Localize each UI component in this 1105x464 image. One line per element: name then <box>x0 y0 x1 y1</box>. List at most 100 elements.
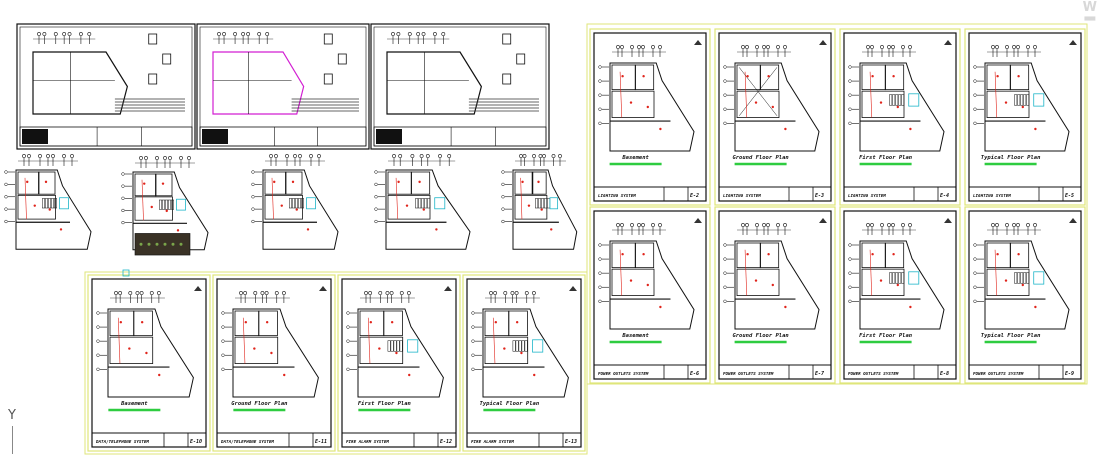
fixture-point <box>59 228 63 231</box>
sheet-border <box>589 28 711 206</box>
circuit-line <box>520 177 523 220</box>
fixture-point <box>270 351 273 355</box>
grid-bubble <box>745 45 749 49</box>
grid-bubble <box>973 243 977 247</box>
system-title: LIGHTING SYSTEM <box>973 193 1011 198</box>
grid-bubble <box>187 156 191 160</box>
grid-bubble <box>42 32 47 36</box>
circuit-line <box>242 317 246 364</box>
grip-marker[interactable] <box>122 269 130 277</box>
loose-plan[interactable] <box>251 154 339 250</box>
grid-bubble <box>374 170 378 174</box>
loose-plan[interactable] <box>121 156 209 256</box>
plan-title-underline <box>108 408 161 412</box>
grid-bubble <box>241 32 246 36</box>
fixture-point <box>119 321 123 324</box>
ramp-line <box>739 67 778 116</box>
grid-bubble <box>239 291 243 295</box>
room <box>134 173 157 197</box>
site-sheet[interactable] <box>370 23 550 150</box>
fixture-point <box>306 228 310 231</box>
grid-bubble <box>260 291 265 295</box>
grid-bubble <box>637 45 641 49</box>
grid-bubble <box>848 121 852 125</box>
grid-bubble <box>995 223 999 227</box>
fixture-point <box>659 305 662 309</box>
room <box>634 64 655 91</box>
loose-plan[interactable] <box>4 154 92 250</box>
fixture-point <box>646 105 649 109</box>
grid-bubble <box>776 223 780 227</box>
grid-bubble <box>973 65 977 69</box>
room <box>1009 242 1030 269</box>
plan-outline <box>734 240 820 330</box>
grid-bubble <box>251 195 255 199</box>
equipment <box>434 197 446 210</box>
sheet-border <box>87 274 211 452</box>
site-sheet[interactable] <box>196 23 370 150</box>
system-title: POWER OUTLETS SYSTEM <box>723 371 774 376</box>
grid-bubble <box>598 271 602 275</box>
grid-bubble <box>251 182 255 187</box>
grid-bubble <box>221 339 225 343</box>
sheet-number: E-9 <box>1065 371 1074 377</box>
grid-bubble <box>848 65 852 69</box>
grid-bubble <box>745 223 749 227</box>
plan-outline <box>15 169 92 250</box>
plan-title: Typical Floor Plan <box>480 401 540 407</box>
sheet-number: E-12 <box>440 439 452 445</box>
grid-bubble <box>620 45 624 49</box>
grid-bubble <box>1005 45 1009 49</box>
fixture-point <box>892 75 895 78</box>
circuit-line <box>117 317 121 364</box>
loose-plan[interactable] <box>374 154 471 250</box>
fixture-point <box>165 209 168 213</box>
detail-box <box>337 53 347 65</box>
stair-tread <box>162 199 165 210</box>
grid-bubble <box>221 311 225 315</box>
system-title: DATA/TELEPHONE SYSTEM <box>95 439 149 444</box>
grid-bubble <box>723 121 727 125</box>
stair-tread <box>547 198 551 209</box>
grid-bubble <box>776 45 780 49</box>
grid-bubble <box>723 257 727 261</box>
stair-tread <box>1023 272 1027 284</box>
grid-bubble <box>723 285 727 289</box>
grid-bubble <box>410 154 415 158</box>
fixture-point <box>996 253 999 256</box>
detail-box <box>148 73 158 85</box>
fixture-point <box>527 204 531 207</box>
plan-title: Basement <box>621 333 649 339</box>
plan-outline <box>734 62 820 152</box>
loose-plan[interactable] <box>501 154 578 250</box>
grid-bubble <box>783 45 787 49</box>
plan-title: Ground Floor Plan <box>732 155 789 161</box>
grid-bubble <box>524 291 529 295</box>
site-sheet[interactable] <box>16 23 196 150</box>
fixture-point <box>754 279 758 282</box>
detail-box <box>148 33 158 45</box>
grid-bubble <box>755 45 759 49</box>
detail-box <box>516 53 526 65</box>
detail-box <box>502 73 512 85</box>
grid-bubble <box>293 154 297 158</box>
north-arrow-icon <box>194 286 202 291</box>
grid-bubble <box>651 45 655 49</box>
grid-bubble <box>501 207 505 211</box>
grid-bubble <box>346 311 350 315</box>
sheet-number: E-10 <box>190 439 202 445</box>
